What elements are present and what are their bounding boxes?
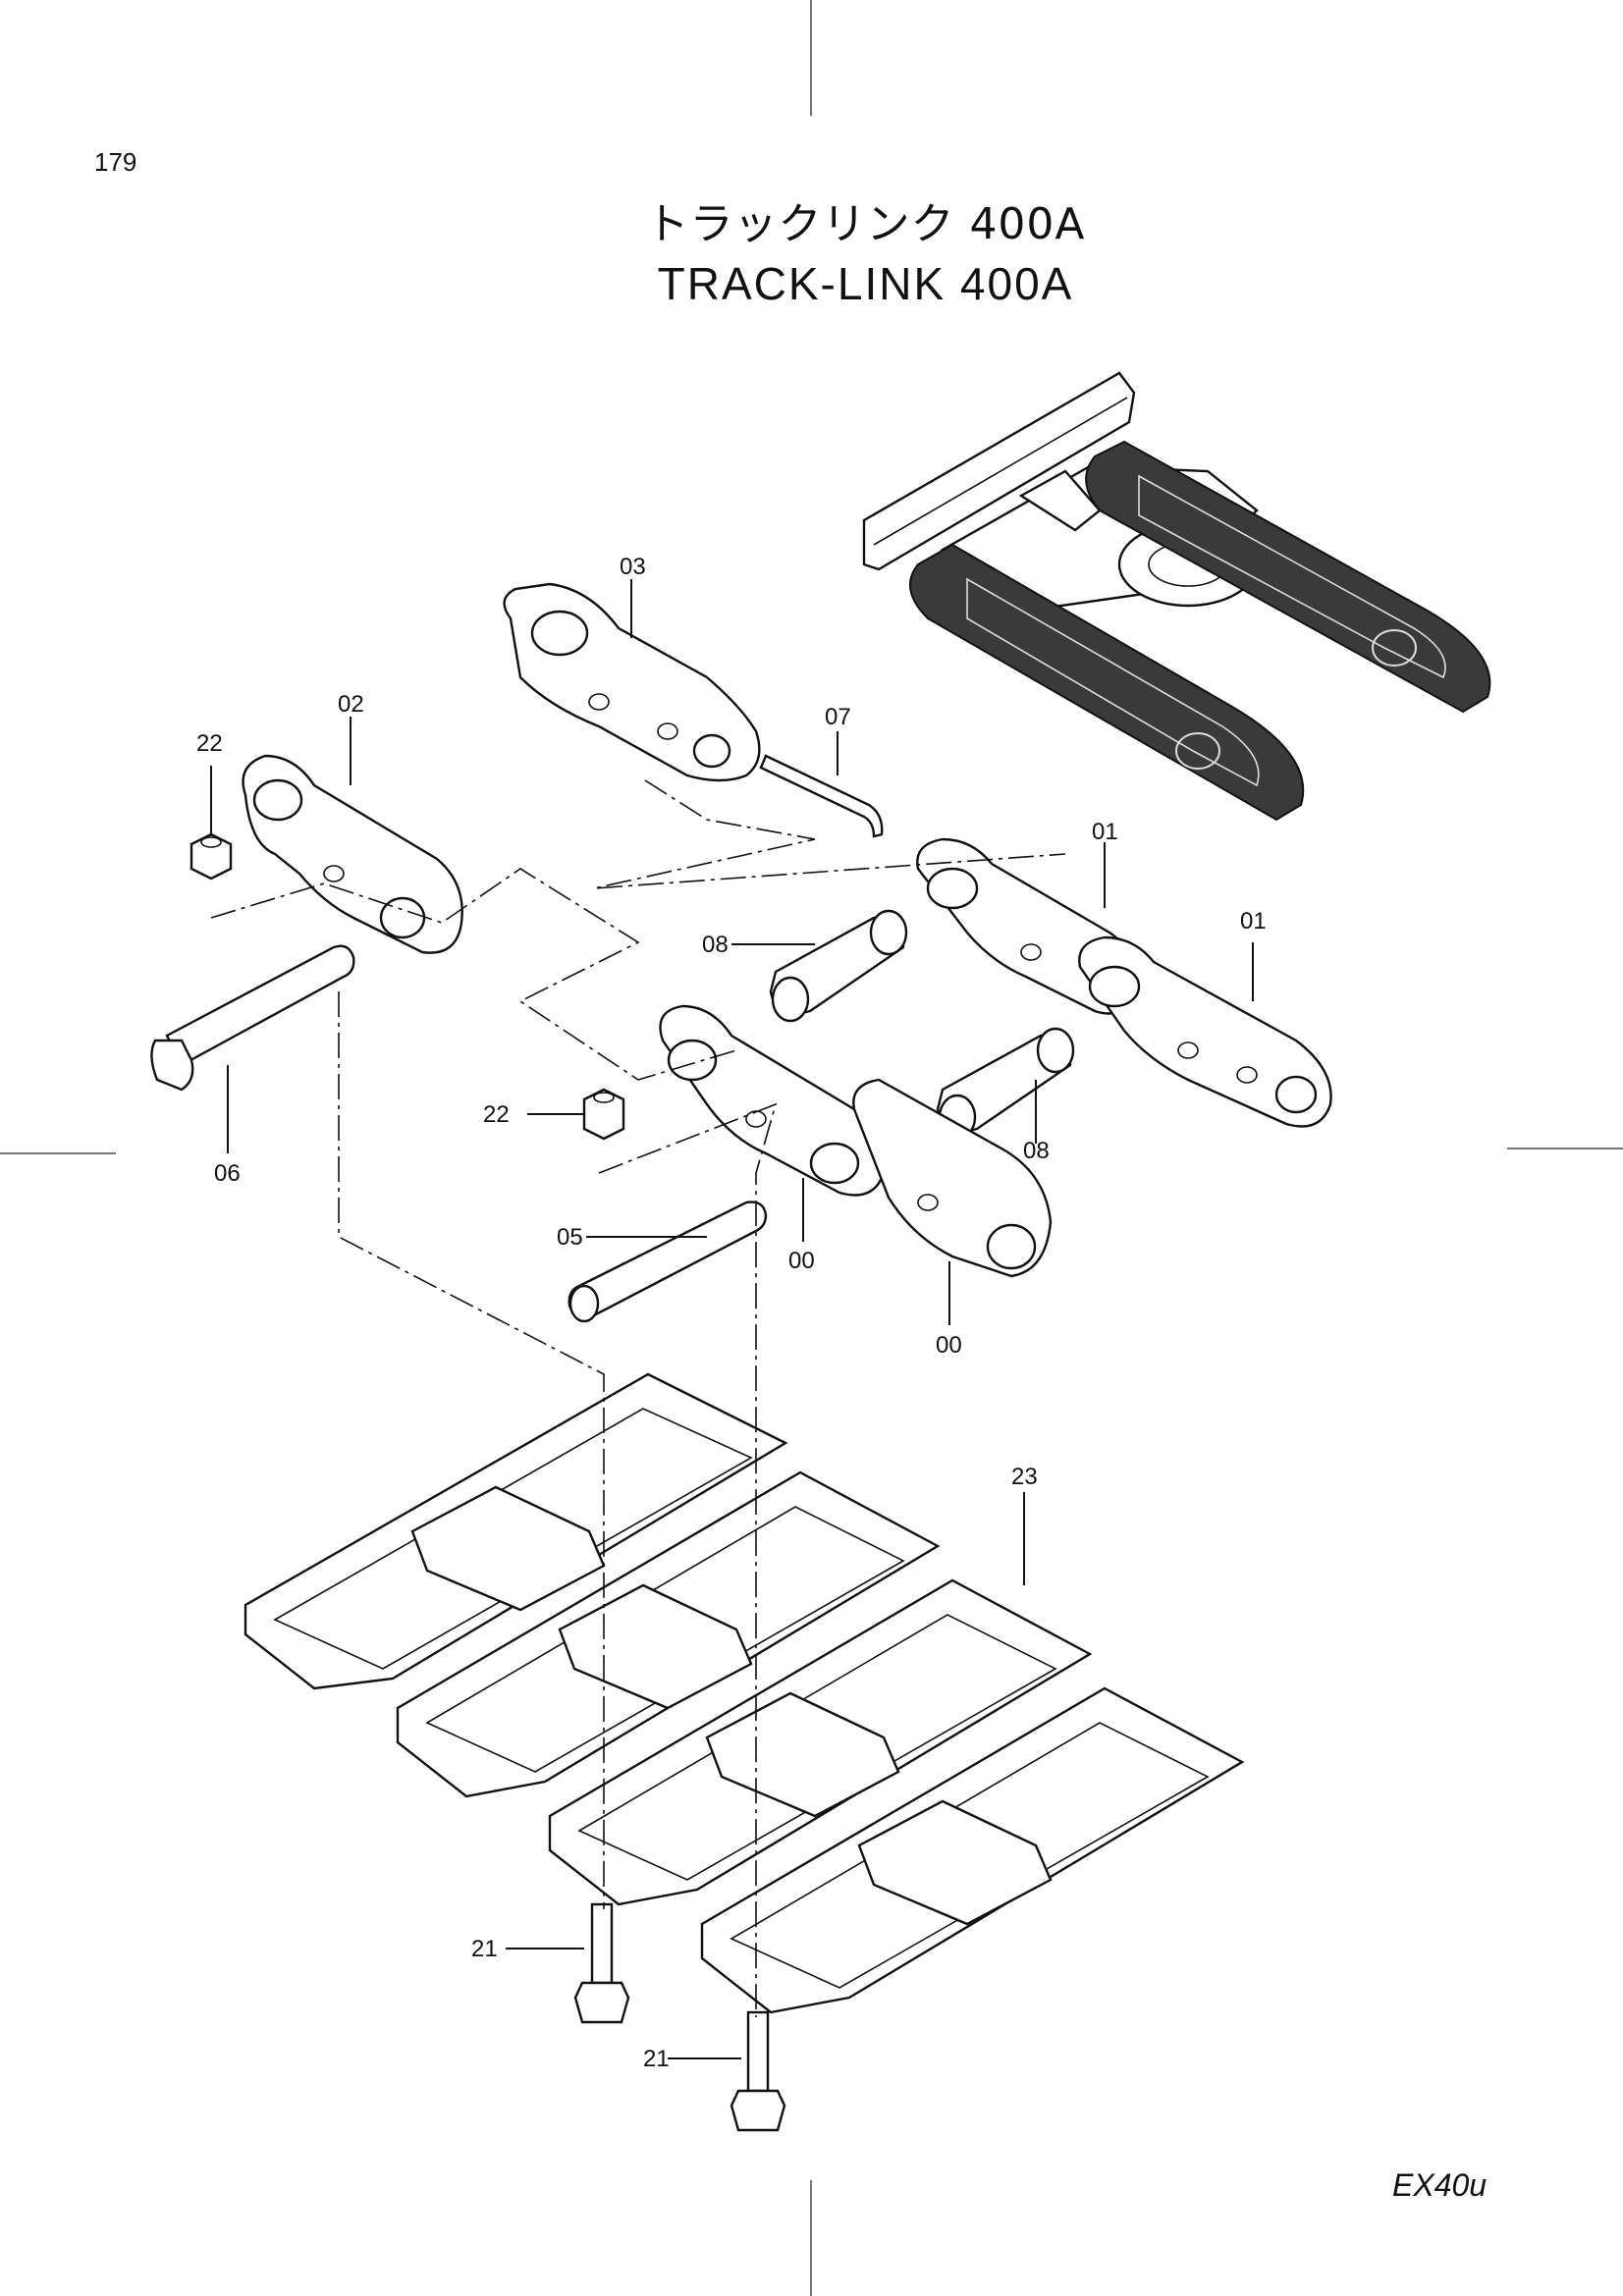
callout-22-upper: 22	[196, 730, 223, 757]
callout-22-lower: 22	[483, 1101, 510, 1128]
callout-01-upper: 01	[1092, 819, 1118, 845]
bolt-21-upper	[573, 1902, 630, 2024]
callout-01-lower: 01	[1240, 908, 1267, 934]
nut-22-upper	[189, 832, 233, 881]
track-link-00-left	[659, 1004, 886, 1197]
callout-labels: 03 02 22 07 01 01 08 06 22 08 05 00 00 2…	[196, 554, 1267, 2072]
pin-06	[150, 944, 355, 1092]
bushing-08-lower	[936, 1027, 1075, 1141]
bolt-21-lower	[730, 2010, 786, 2132]
callout-08-lower: 08	[1023, 1138, 1050, 1164]
model-code: EX40u	[1392, 2167, 1488, 2203]
nut-22-lower	[582, 1088, 625, 1141]
callout-02: 02	[338, 691, 364, 718]
assembly-lines	[210, 779, 1066, 2017]
callout-03: 03	[620, 554, 646, 580]
track-shoes-23	[243, 1372, 1245, 2014]
callout-08-upper: 08	[702, 932, 729, 958]
bushing-08-upper	[769, 909, 908, 1023]
callout-21-lower: 21	[643, 2046, 670, 2072]
undercarriage-illustration	[862, 371, 1491, 822]
callout-06: 06	[214, 1160, 241, 1187]
pin-07	[759, 754, 884, 838]
title-english: TRACK-LINK 400A	[657, 258, 1074, 309]
callout-07: 07	[825, 704, 851, 730]
callout-05: 05	[557, 1224, 583, 1251]
track-link-01-upper	[916, 837, 1136, 1015]
track-link-02	[242, 754, 463, 954]
pin-05	[568, 1201, 768, 1323]
track-link-03	[503, 582, 761, 782]
title-japanese: トラックリンク 400A	[645, 199, 1086, 249]
callout-21-upper: 21	[471, 1936, 498, 1962]
callout-00-right: 00	[936, 1332, 962, 1359]
track-link-01-lower	[1078, 935, 1332, 1128]
page-title: トラックリンク 400A TRACK-LINK 400A	[0, 188, 1623, 310]
callout-00-left: 00	[788, 1248, 815, 1274]
page-number: 179	[94, 147, 137, 177]
callout-23: 23	[1011, 1464, 1038, 1490]
leader-lines	[210, 579, 1254, 2059]
track-link-00-right	[852, 1078, 1053, 1278]
